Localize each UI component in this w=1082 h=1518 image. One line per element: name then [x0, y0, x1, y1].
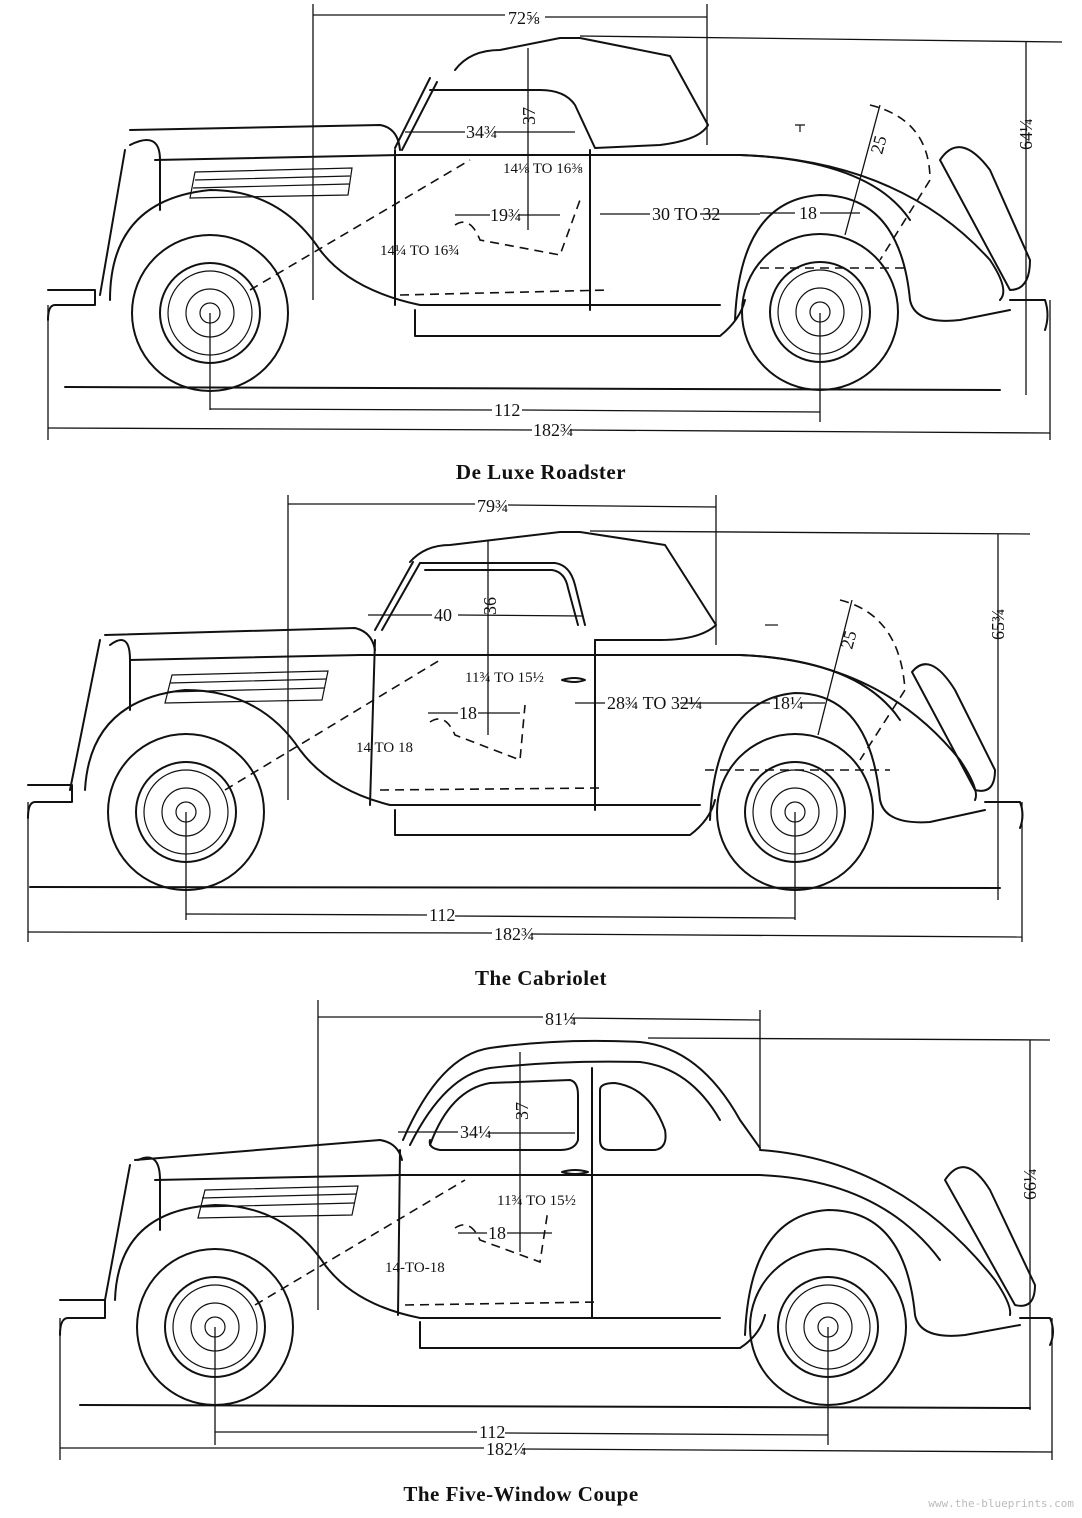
dim-label: 81¼ [545, 1009, 577, 1029]
dim-wheelbase: 112 [214, 1327, 829, 1445]
dim-overall-length: 182¾ [27, 802, 1023, 944]
dim-label: 79¾ [477, 496, 509, 516]
dim-label: 14 TO 18 [356, 740, 413, 756]
dim-label: 37 [512, 1102, 532, 1120]
dim-height: 66¼ [647, 1037, 1051, 1410]
dim-wheelbase: 112 [185, 812, 796, 925]
dim-label: 14⅛ TO 16⅜ [503, 161, 583, 177]
dim-overall-length: 182¾ [47, 300, 1051, 440]
coupe-drawing: 81¼ 66¼ [59, 1000, 1054, 1460]
dim-label: 36 [480, 597, 500, 615]
dim-label: 34¾ [466, 122, 498, 142]
caption-cabriolet: The Cabriolet [475, 966, 607, 990]
caption-roadster: De Luxe Roadster [455, 460, 627, 484]
dim-label: 14-TO-18 [385, 1260, 445, 1276]
cabriolet-drawing: 79¾ 65¾ [27, 495, 1031, 944]
dim-label: 64¼ [1016, 119, 1036, 151]
dim-wheelbase: 112 [209, 313, 821, 422]
dim-label: 11¾ TO 15½ [497, 1193, 576, 1209]
dim-label: 19¾ [490, 205, 522, 225]
dim-label: 18 [488, 1223, 506, 1243]
dim-label: 66¼ [1020, 1169, 1040, 1201]
dim-label: 182¾ [494, 924, 535, 944]
dim-top-length: 79¾ [287, 495, 717, 800]
dim-label: 18 [459, 703, 477, 723]
dim-label: 72⅝ [508, 8, 540, 28]
ground-line [79, 1404, 1031, 1409]
coupe-body [59, 1039, 1054, 1406]
dim-label: 37 [519, 107, 539, 125]
dim-label: 112 [479, 1422, 505, 1442]
dim-label: 182¼ [486, 1439, 527, 1459]
dim-label: 112 [429, 905, 455, 925]
dim-label: 112 [494, 400, 520, 420]
dim-label: 11¾ TO 15½ [465, 670, 544, 686]
dim-height: 65¾ [589, 530, 1031, 900]
cabriolet-body [27, 531, 1024, 891]
dim-label: 25 [837, 628, 861, 651]
caption-coupe: The Five-Window Coupe [403, 1482, 639, 1506]
cabriolet-interior-dims: 36 40 11¾ TO 15½ 18 14 TO 18 28¾ TO 32¼ … [356, 541, 861, 756]
dim-label: 65¾ [988, 609, 1008, 641]
dim-top-length: 72⅝ [312, 4, 708, 300]
dim-label: 34¼ [460, 1122, 492, 1142]
ground-line [64, 386, 1001, 391]
dim-top-length: 81¼ [317, 1000, 761, 1310]
dim-height: 64¼ [579, 35, 1063, 395]
dim-label: 18 [799, 203, 817, 223]
dim-label: 25 [867, 133, 891, 156]
dim-label: 182¾ [533, 420, 574, 440]
dim-label: 30 TO 32 [652, 204, 720, 224]
dim-label: 40 [434, 605, 452, 625]
dim-label: 18¼ [772, 693, 804, 713]
roadster-interior-dims: 37 34¾ 14⅛ TO 16⅜ 19¾ 14¼ TO 16¾ 30 TO 3… [380, 48, 891, 259]
dim-label: 14¼ TO 16¾ [380, 243, 459, 259]
roadster-drawing: 72⅝ 64¼ [47, 4, 1063, 440]
dim-overall-length: 182¼ [59, 1318, 1053, 1460]
coupe-interior-dims: 37 34¼ 11¾ TO 15½ 18 14-TO-18 [385, 1052, 576, 1276]
ground-line [29, 886, 1001, 889]
watermark: www.the-blueprints.com [928, 1497, 1074, 1510]
dim-label: 28¾ TO 32¼ [607, 693, 702, 713]
